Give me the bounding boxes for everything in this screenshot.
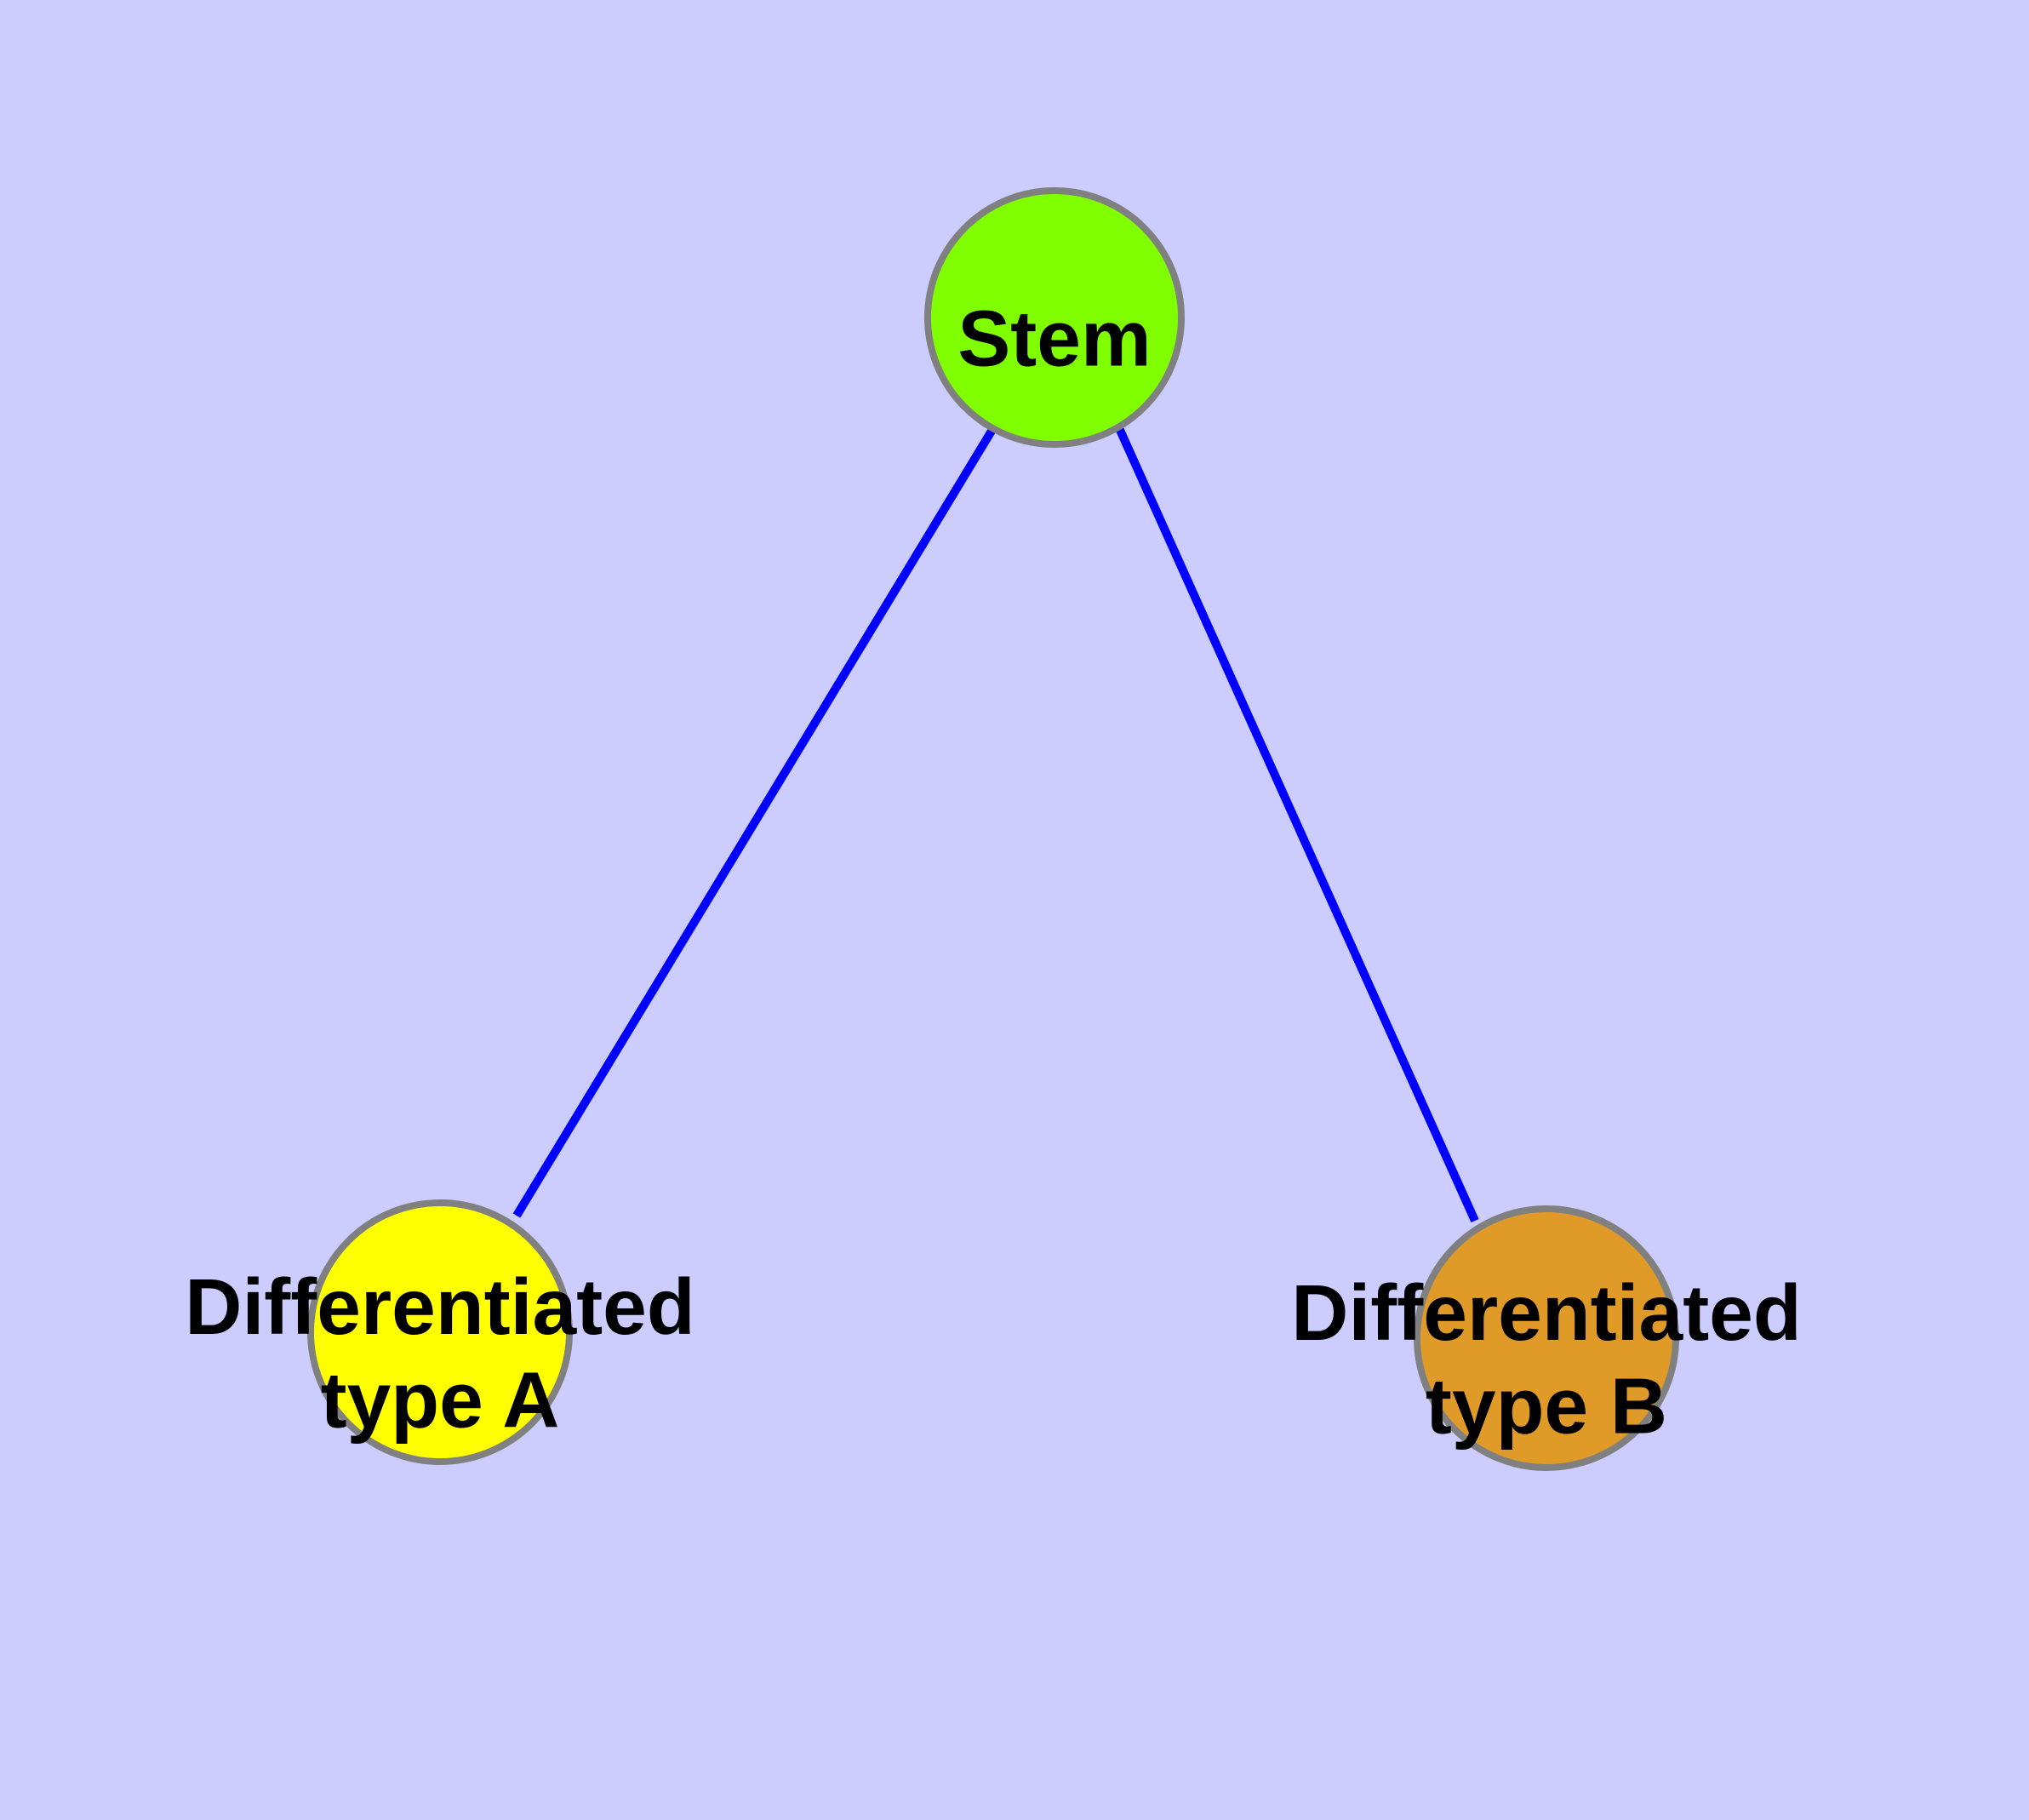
node-differentiated-type-a-circle[interactable] bbox=[307, 1199, 573, 1465]
node-label-line: type B bbox=[1426, 1361, 1667, 1450]
node-stem-label: Stem bbox=[957, 294, 1151, 382]
edge-stem-to-type-a[interactable] bbox=[512, 426, 997, 1218]
edges-layer bbox=[512, 426, 1479, 1223]
node-label-line: Differentiated bbox=[1291, 1268, 1801, 1356]
node-label-line: Differentiated bbox=[185, 1262, 694, 1350]
node-differentiated-type-b-circle[interactable] bbox=[1414, 1205, 1679, 1471]
node-stem-circle[interactable] bbox=[924, 187, 1185, 448]
node-label-line: Stem bbox=[957, 294, 1151, 382]
node-label-line: type A bbox=[321, 1355, 560, 1444]
node-stem[interactable]: Stem bbox=[924, 187, 1185, 448]
edge-stem-to-type-b[interactable] bbox=[1115, 426, 1479, 1223]
